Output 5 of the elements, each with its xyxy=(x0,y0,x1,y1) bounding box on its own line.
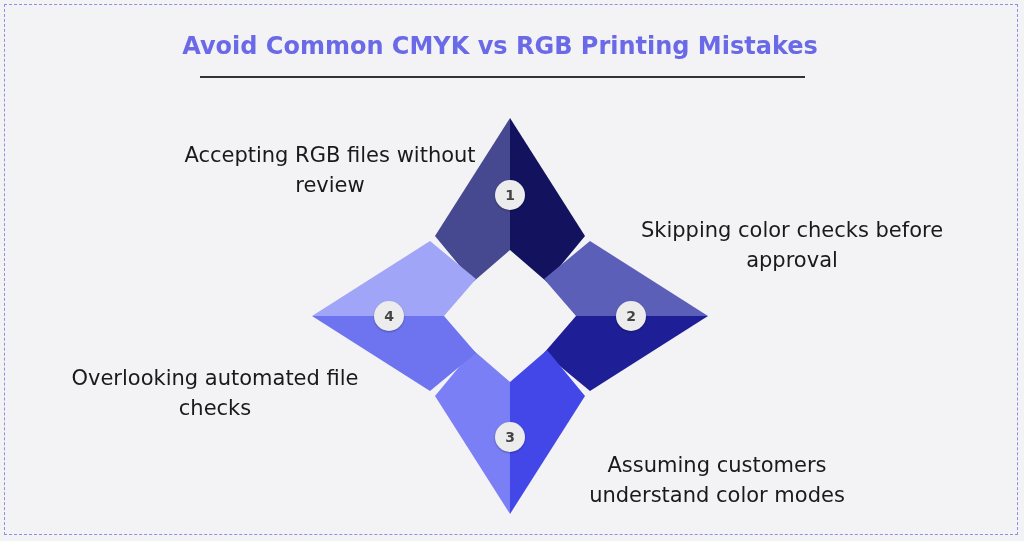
step-description: Accepting RGB files without review xyxy=(183,142,477,199)
step-description: Overlooking automated file checks xyxy=(70,365,360,422)
step-description: Skipping color checks before approval xyxy=(639,217,945,274)
step-description: Assuming customers understand color modes xyxy=(588,452,846,509)
title: Avoid Common CMYK vs RGB Printing Mistakes xyxy=(181,32,819,60)
